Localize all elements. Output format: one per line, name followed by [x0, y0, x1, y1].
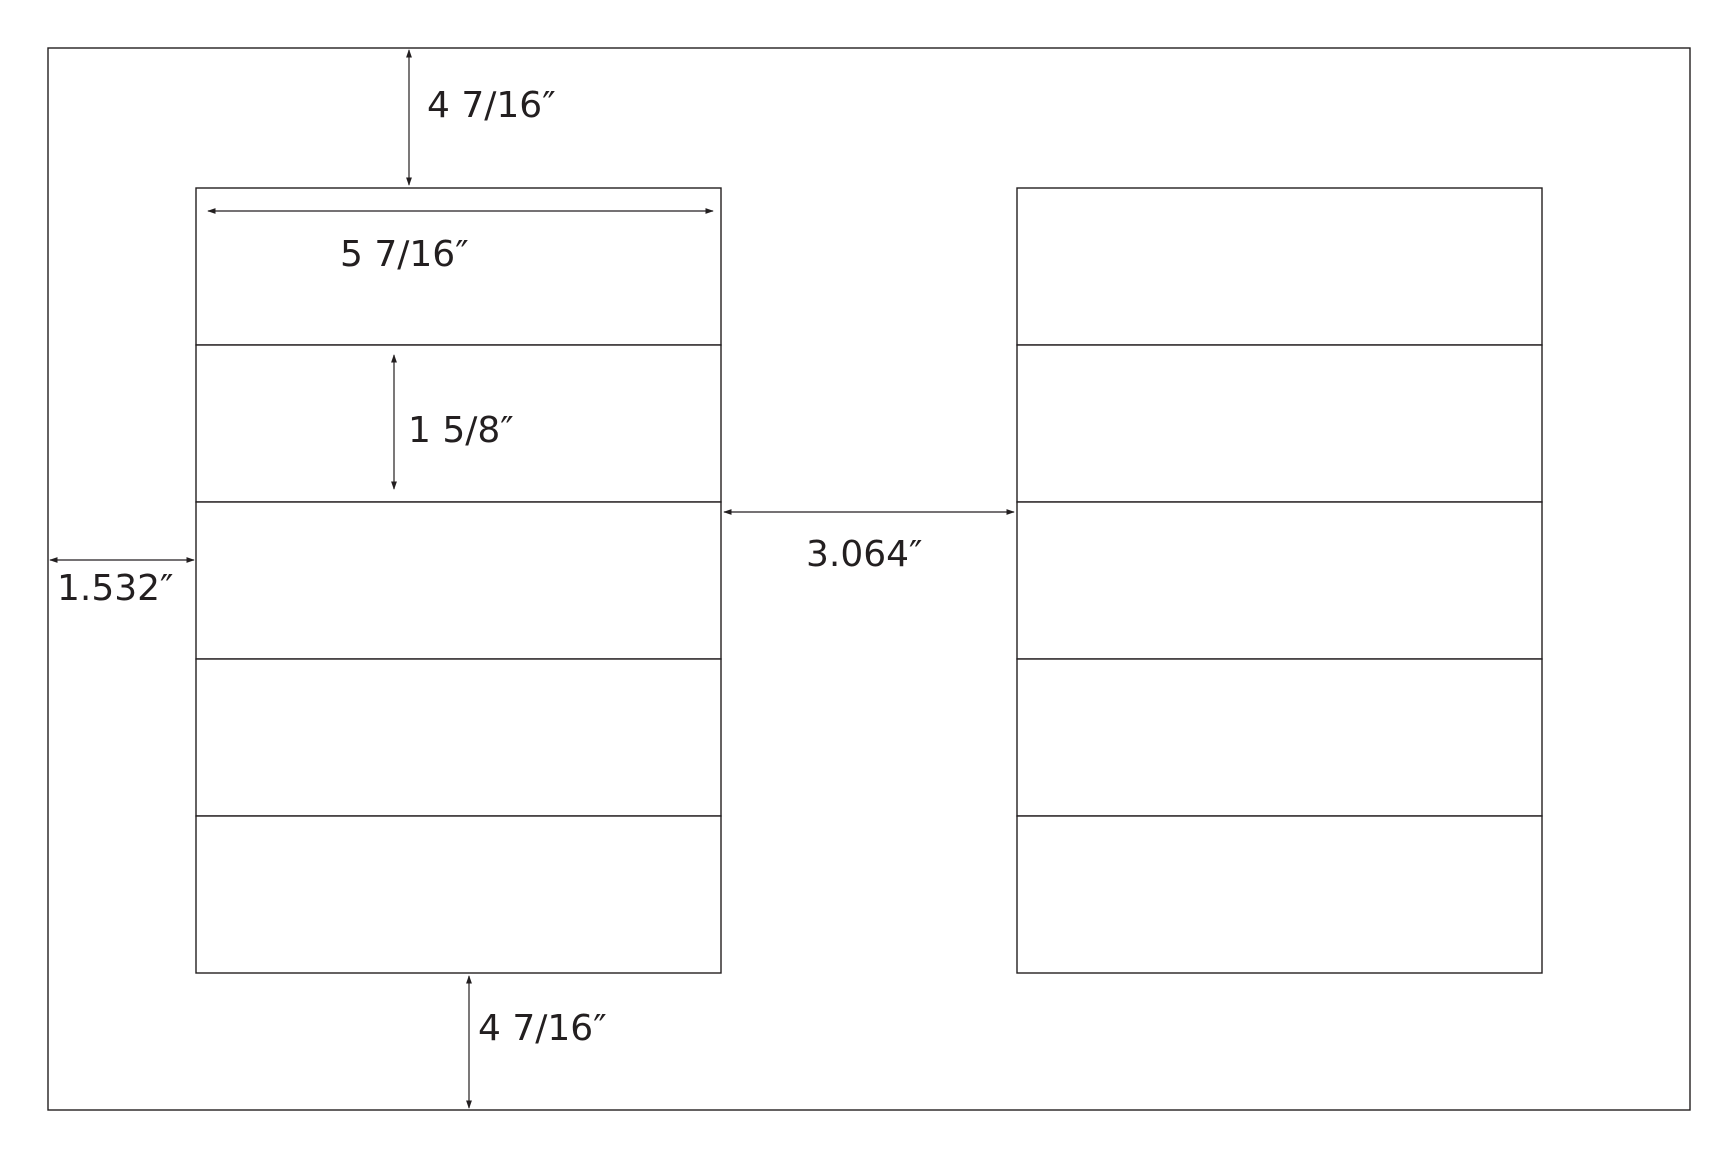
label-cell — [1016, 344, 1543, 503]
bottom-margin-label: 4 7/16″ — [478, 1008, 607, 1049]
column-gap-label: 3.064″ — [806, 534, 923, 575]
top-margin-label: 4 7/16″ — [427, 85, 556, 126]
label-cell — [1016, 815, 1543, 974]
label-cell — [195, 815, 722, 974]
label-cell — [1016, 501, 1543, 660]
label-width-dimension: 5 7/16″ — [207, 208, 714, 275]
side-margin-dimension: 1.532″ — [49, 557, 195, 609]
label-cell — [1016, 187, 1543, 346]
label-cell — [195, 344, 722, 503]
label-width-label: 5 7/16″ — [340, 234, 469, 275]
label-cell — [195, 187, 722, 346]
label-height-dimension: 1 5/8″ — [391, 354, 514, 490]
side-margin-label: 1.532″ — [57, 568, 174, 609]
label-column-left — [195, 187, 722, 974]
label-height-label: 1 5/8″ — [408, 410, 514, 451]
label-cell — [1016, 658, 1543, 817]
label-cell — [195, 501, 722, 660]
label-cell — [195, 658, 722, 817]
top-margin-dimension: 4 7/16″ — [406, 49, 556, 186]
column-gap-dimension: 3.064″ — [723, 509, 1015, 575]
bottom-margin-dimension: 4 7/16″ — [466, 975, 607, 1109]
label-column-right — [1016, 187, 1543, 974]
